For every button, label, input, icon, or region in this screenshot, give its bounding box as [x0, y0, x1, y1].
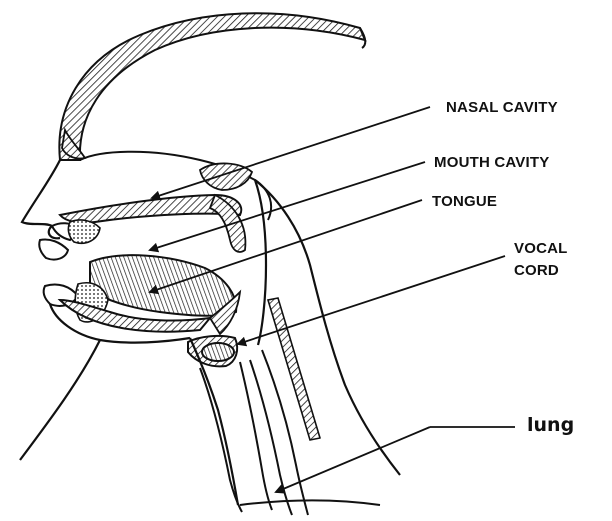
- mouth-cavity-label: MOUTH CAVITY: [434, 154, 549, 171]
- lung-label: lung: [527, 414, 574, 436]
- pharynx-back-wall: [255, 180, 266, 345]
- neck-outer-front: [20, 340, 100, 460]
- nasal-cavity-arrow: [152, 107, 430, 198]
- skull-outline: [59, 13, 365, 160]
- upper-teeth: [68, 220, 100, 243]
- upper-lip-front: [39, 239, 68, 259]
- vocal-cord-label-line2: CORD: [514, 262, 559, 279]
- vocal-cord-ring: [202, 343, 234, 361]
- tongue-shape: [90, 255, 236, 316]
- vocal-cord-label-line1: VOCAL: [514, 240, 568, 257]
- tongue-label: TONGUE: [432, 193, 497, 210]
- lung-arrow: [276, 427, 430, 492]
- nasal-cavity-label: NASAL CAVITY: [446, 99, 558, 116]
- shoulder: [240, 500, 380, 505]
- trachea-right: [240, 362, 272, 510]
